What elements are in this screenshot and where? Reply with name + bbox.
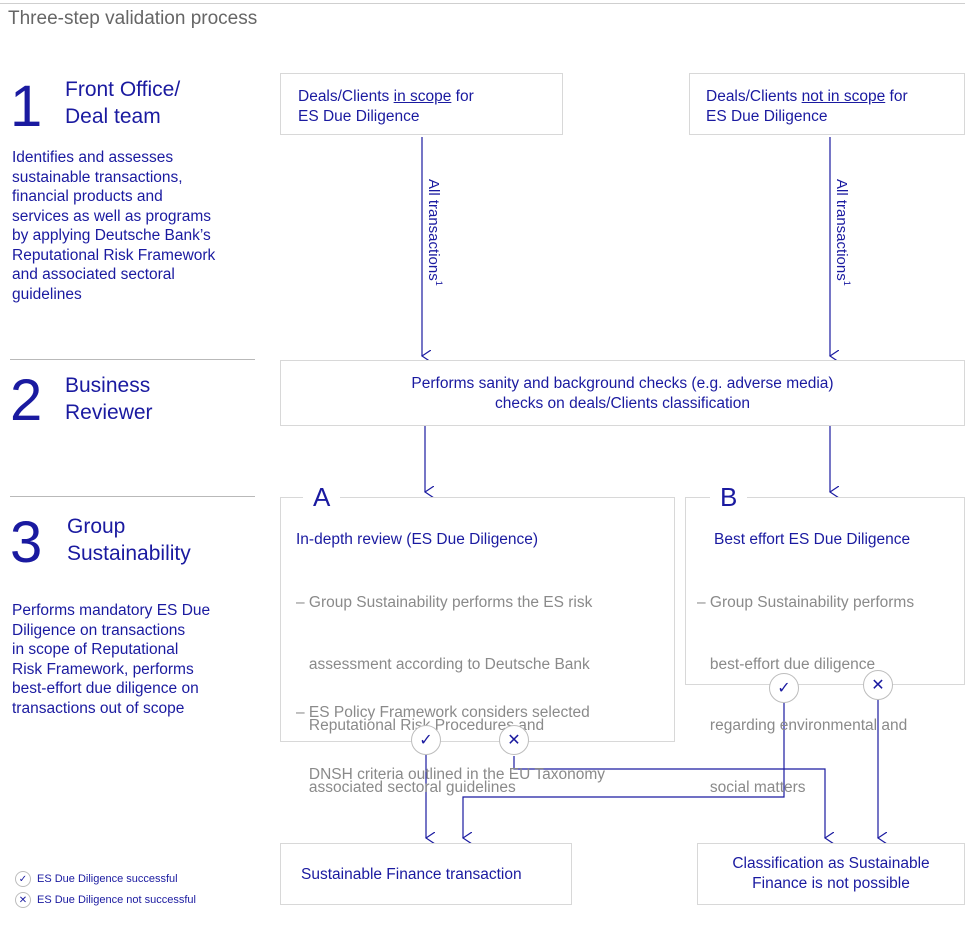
step-2-title-line2: Reviewer <box>65 401 153 424</box>
outcome-fail-line2: Finance is not possible <box>752 875 910 892</box>
step-1-desc-line: Identifies and assesses <box>12 149 174 166</box>
not-in-scope-pre: Deals/Clients <box>706 88 802 105</box>
not-in-scope-box-line1: Deals/Clients not in scope for <box>706 87 964 107</box>
in-depth-review-box <box>280 497 675 742</box>
step-1-desc-line: guidelines <box>12 285 82 303</box>
arrow-label-text: All transactions <box>833 179 850 281</box>
arrow-b-success <box>463 703 785 838</box>
outcome-fail-line1: Classification as Sustainable <box>732 855 930 872</box>
arrow-a-fail <box>513 756 825 838</box>
check-icon: ✓ <box>15 871 31 887</box>
box-a-bullet-1: – Group Sustainability performs the ES r… <box>296 552 592 819</box>
legend-success-label: ES Due Diligence successful <box>37 873 178 885</box>
step-1-number: 1 <box>10 74 43 139</box>
step-1-desc-line: services as well as programs <box>12 207 211 225</box>
reviewer-box-line2: checks on deals/Clients classification <box>494 395 750 412</box>
in-scope-box-line1: Deals/Clients in scope for <box>298 87 562 107</box>
box-a-letter: A <box>303 483 341 511</box>
not-in-scope-emphasis: not in scope <box>801 88 886 105</box>
not-in-scope-box-line2: ES Due Diligence <box>706 108 828 125</box>
arrow-label-text: All transactions <box>425 179 442 281</box>
footnote-marker: 1 <box>842 280 852 286</box>
cross-icon: ✕ <box>499 725 529 755</box>
step-3-description: Performs mandatory ES Due Diligence on t… <box>12 601 210 718</box>
step-3-desc-line: transactions out of scope <box>12 699 185 717</box>
box-b-bullet-1: – Group Sustainability performs best-eff… <box>697 552 914 819</box>
check-icon: ✓ <box>769 673 799 703</box>
step-divider-1 <box>10 359 255 360</box>
sustainable-finance-outcome-box: Sustainable Finance transaction <box>280 843 572 905</box>
step-3-desc-line: Risk Framework, performs <box>12 660 194 678</box>
step-3-desc-line: Performs mandatory ES Due <box>12 602 211 619</box>
step-2-title-line1: Business <box>65 374 151 397</box>
bullet-line: assessment according to Deutsche Bank <box>296 655 590 673</box>
box-b-title: Best effort ES Due Diligence <box>714 531 911 548</box>
outcome-success-text: Sustainable Finance transaction <box>301 866 522 883</box>
arrow-label-in-scope: All transactions1 <box>425 175 444 290</box>
not-in-scope-post: for <box>885 88 908 105</box>
box-b-letter: B <box>710 483 748 511</box>
bullet-line: – ES Policy Framework considers selected <box>296 704 590 721</box>
legend-fail-label: ES Due Diligence not successful <box>37 894 196 906</box>
footnote-marker: 1 <box>434 280 444 286</box>
legend-success: ✓ ES Due Diligence successful <box>15 871 178 887</box>
best-effort-box <box>685 497 965 685</box>
step-1-description: Identifies and assesses sustainable tran… <box>12 148 215 304</box>
step-2-number: 2 <box>10 368 43 433</box>
bullet-line: associated sectoral guidelines <box>296 778 516 796</box>
box-a-title: In-depth review (ES Due Diligence) <box>296 531 539 548</box>
step-3-title-line1: Group <box>67 515 126 538</box>
step-3-title-line2: Sustainability <box>67 542 191 565</box>
bullet-line: best-effort due diligence <box>697 655 876 673</box>
check-icon: ✓ <box>411 725 441 755</box>
step-3-desc-line: Diligence on transactions <box>12 621 186 639</box>
step-1-title-line2: Deal team <box>65 105 161 128</box>
step-1-desc-line: sustainable transactions, <box>12 168 183 186</box>
top-divider <box>0 3 965 4</box>
bullet-line: regarding environmental and <box>697 717 908 734</box>
not-possible-outcome-box: Classification as Sustainable Finance is… <box>697 843 965 905</box>
bullet-line: – Group Sustainability performs the ES r… <box>296 594 593 611</box>
cross-icon: ✕ <box>15 892 31 908</box>
step-3-title: Group Sustainability <box>67 513 191 567</box>
arrow-label-not-in-scope: All transactions1 <box>833 175 852 290</box>
in-scope-pre: Deals/Clients <box>298 88 394 105</box>
bullet-line: – Group Sustainability performs <box>697 594 915 611</box>
in-scope-emphasis: in scope <box>393 88 452 105</box>
step-1-desc-line: and associated sectoral <box>12 266 175 283</box>
bullet-line: DNSH criteria outlined in the EU Taxonom… <box>296 765 605 783</box>
step-1-desc-line: by applying Deutsche Bank’s <box>12 227 211 244</box>
cross-icon: ✕ <box>863 670 893 700</box>
legend-fail: ✕ ES Due Diligence not successful <box>15 892 196 908</box>
step-3-desc-line: best-effort due diligence on <box>12 680 199 697</box>
in-scope-box: Deals/Clients in scope for ES Due Dilige… <box>280 73 563 135</box>
step-1-title: Front Office/ Deal team <box>65 76 180 130</box>
box-a-bullet-2: – ES Policy Framework considers selected… <box>296 662 605 806</box>
step-3-desc-line: in scope of Reputational <box>12 641 179 658</box>
step-1-desc-line: Reputational Risk Framework <box>12 246 216 264</box>
step-1-title-line1: Front Office/ <box>65 78 181 101</box>
in-scope-box-line2: ES Due Diligence <box>298 108 420 125</box>
step-3-number: 3 <box>10 510 43 575</box>
reviewer-box-line1: Performs sanity and background checks (e… <box>411 375 834 392</box>
in-scope-post: for <box>451 88 474 105</box>
step-1-desc-line: financial products and <box>12 188 163 205</box>
step-divider-2 <box>10 496 255 497</box>
not-in-scope-box: Deals/Clients not in scope for ES Due Di… <box>689 73 965 135</box>
page-title: Three-step validation process <box>8 8 258 29</box>
step-2-title: Business Reviewer <box>65 372 153 426</box>
bullet-line: social matters <box>697 778 806 796</box>
reviewer-box: Performs sanity and background checks (e… <box>280 360 965 426</box>
bullet-line: Reputational Risk Procedures and <box>308 717 545 734</box>
